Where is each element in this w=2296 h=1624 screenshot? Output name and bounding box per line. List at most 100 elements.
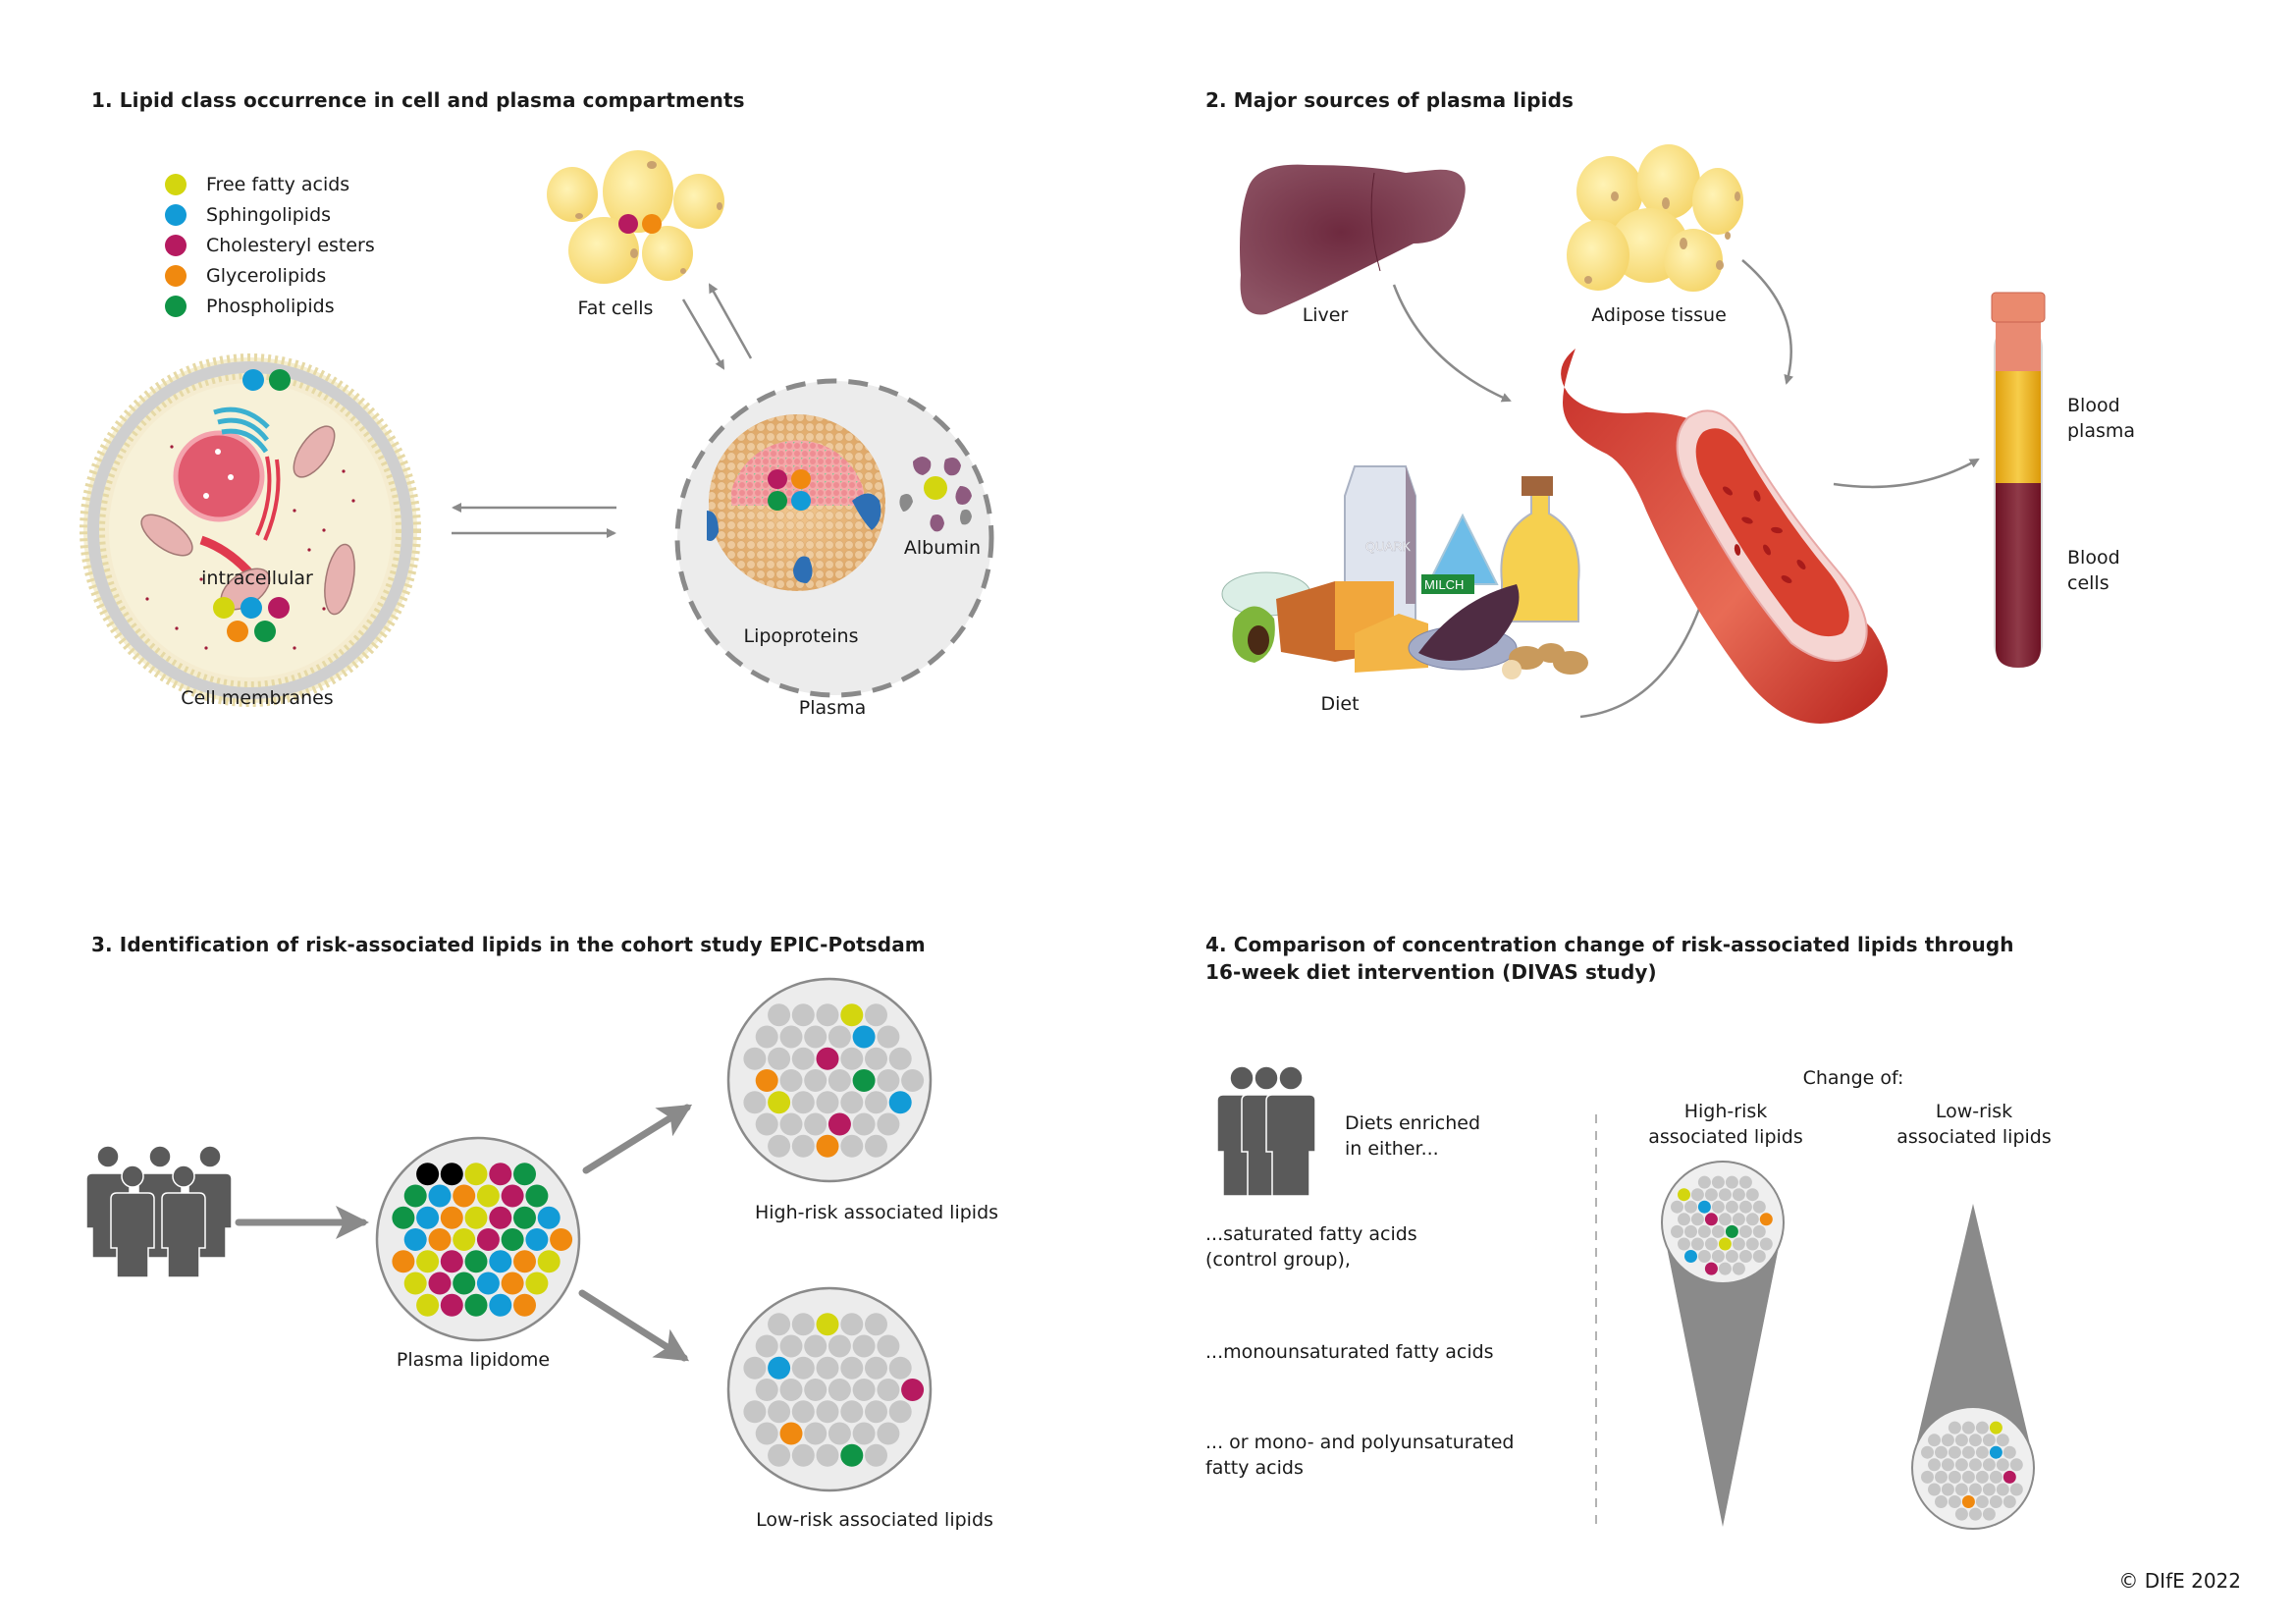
lipid-dot [901,1069,925,1092]
lipid-dot [513,1163,536,1186]
lipid-dot [804,1069,828,1092]
lipid-dot [1954,1458,1968,1472]
diet-option-line: ...monounsaturated fatty acids [1205,1341,1494,1363]
lipid-dot [1752,1200,1766,1214]
diet-illustration: QUARK MILCH [1221,465,1588,679]
lipid-dot [537,1250,561,1273]
lipid-dot [828,1069,851,1092]
lipid-dot [416,1206,440,1229]
lipid-dot [1678,1213,1690,1226]
lipid-dot [865,1400,887,1424]
lipid-dot [804,1025,828,1049]
lipid-dot [1738,1175,1752,1189]
lipid-dot [453,1228,476,1251]
legend-dot-icon [165,265,187,287]
lipid-dot [877,1025,900,1049]
plasma-lipidome-circle [375,1136,581,1342]
lipid-dot [804,1334,828,1358]
lipid-dot [1941,1458,1954,1472]
panel3-title: 3. Identification of risk-associated lip… [91,933,926,956]
lipid-dot [1975,1445,1989,1459]
lipid-dot [1948,1445,1961,1459]
lipid-dot [1732,1262,1745,1275]
adipose-tissue-illustration [1567,144,1743,292]
diet-option-line: ...saturated fatty acids [1205,1223,1417,1245]
lipid-dot [888,1400,912,1424]
quark-label: QUARK [1365,539,1412,554]
lipid-dot [755,1112,778,1136]
lipid-dot [816,1400,839,1424]
lipid-dot [1996,1434,2009,1447]
lipid-dot [1704,1213,1718,1226]
lipid-dot [1725,1175,1738,1189]
high-risk-change-line2: associated lipids [1648,1126,1803,1148]
lipid-dot [779,1334,803,1358]
lipid-dot [525,1184,549,1208]
lipid-dot [1738,1250,1752,1263]
lipid-dot [1725,1200,1738,1214]
lipid-dot [1738,1224,1752,1238]
lipid-dot [791,1091,815,1114]
lipid-dot [1961,1445,1975,1459]
low-risk-change-line2: associated lipids [1896,1126,2052,1148]
lipid-dot [865,1091,887,1114]
lipid-dot [501,1184,524,1208]
lipid-dot [791,1047,815,1070]
source-arrows [1392,259,1980,719]
lipid-dot [1725,1250,1738,1263]
lipid-dot [1948,1421,1961,1435]
legend-dot-icon [165,174,187,195]
fat-cells-label: Fat cells [577,298,654,319]
low-risk-change-line1: Low-risk [1935,1101,2013,1122]
lipid-dot [779,1112,803,1136]
lipid-dot [865,1356,887,1380]
lipid-dot [1671,1200,1683,1214]
lipid-dot [489,1250,512,1273]
high-risk-lipids-circle [726,977,933,1183]
lipid-dot [768,1003,791,1027]
lipid-dot [755,1422,778,1445]
lipid-dot [1697,1175,1711,1189]
lipid-dot [877,1112,900,1136]
lipid-dot [804,1379,828,1401]
lipid-dot [877,1379,900,1401]
intracellular-label: intracellular [201,568,313,589]
lipid-dot [1996,1483,2009,1496]
lipid-dot [768,1091,791,1114]
lipid-dot [768,1313,791,1336]
lipid-dot [1678,1188,1690,1202]
copyright-notice: © DIfE 2022 [2118,1569,2241,1593]
lipid-dot [453,1272,476,1295]
lipid-dot [1711,1250,1725,1263]
lipid-dot [1975,1470,1989,1484]
lipid-dot [1752,1250,1766,1263]
lipid-dot [1759,1213,1773,1226]
lipid-dot [865,1047,887,1070]
blood-plasma-label-line1: Blood [2067,395,2120,416]
lipid-dot [1982,1507,1996,1521]
high-risk-lipids-label: High-risk associated lipids [754,1202,999,1223]
lipid-dot [501,1272,524,1295]
lipid-dot [1954,1483,1968,1496]
lipid-dot [828,1112,851,1136]
lipid-dot [1690,1237,1704,1251]
lipid-dot [1961,1495,1975,1508]
lipid-dot [840,1313,864,1336]
lipid-dot [1968,1483,1982,1496]
lipid-dot [416,1163,440,1186]
diet-option-monounsaturated: ...monounsaturated fatty acids [1205,1339,1494,1365]
cell-plasma-arrows [452,503,616,538]
adipose-tissue-label: Adipose tissue [1591,304,1727,326]
high-risk-change-line1: High-risk [1683,1101,1768,1122]
lipid-dot [865,1443,887,1467]
cell-illustration [80,353,421,707]
lipid-dot [779,1422,803,1445]
free-fatty-acid-dot [924,476,947,500]
lipid-dot [1718,1262,1732,1275]
lipid-dot [816,1091,839,1114]
panel1-title: 1. Lipid class occurrence in cell and pl… [91,88,745,112]
diet-option-line: ... or mono- and polyunsaturated [1205,1432,1515,1453]
lipid-dot [791,1356,815,1380]
lipid-dot [489,1163,512,1186]
lipid-dot [489,1293,512,1317]
